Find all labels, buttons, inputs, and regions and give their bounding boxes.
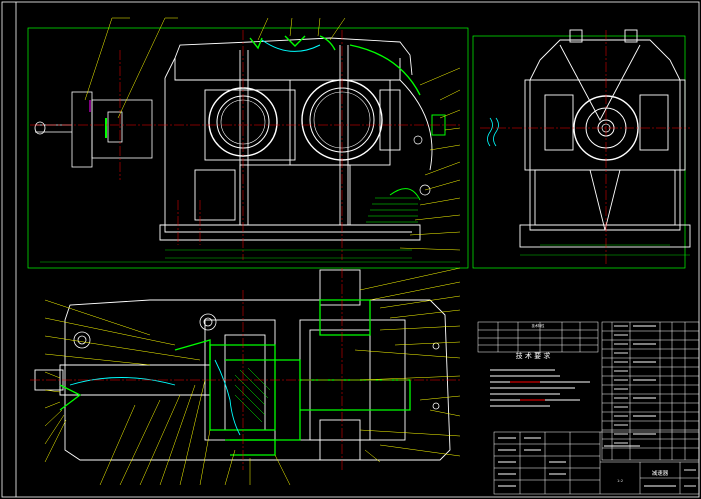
side-shaft-break bbox=[487, 117, 499, 147]
parts-list-text bbox=[614, 325, 656, 444]
title-block-scale: 1:2 bbox=[617, 479, 623, 483]
tech-req-red bbox=[510, 381, 545, 401]
housing-details bbox=[89, 35, 446, 201]
title-block bbox=[493, 431, 700, 495]
front-view-frame bbox=[27, 27, 469, 269]
parts-list bbox=[601, 321, 700, 461]
plan-view bbox=[30, 268, 460, 470]
side-centerlines bbox=[480, 30, 690, 265]
side-view bbox=[472, 29, 691, 269]
param-table-title: 技术特性 bbox=[532, 323, 546, 328]
housing-outline bbox=[159, 37, 433, 241]
plan-bolts bbox=[73, 313, 440, 410]
tech-req-title: 技 术 要 求 bbox=[516, 351, 551, 360]
front-centerlines bbox=[30, 30, 460, 260]
side-view-outline bbox=[519, 29, 691, 248]
tech-notes: 技术特性 技 术 要 求 bbox=[477, 321, 599, 407]
param-table bbox=[477, 321, 599, 353]
plan-centerlines bbox=[30, 268, 460, 470]
leader-lines bbox=[44, 17, 461, 486]
front-dimensions bbox=[40, 249, 460, 263]
plan-gears bbox=[59, 299, 411, 456]
front-view bbox=[27, 27, 469, 269]
side-dimensions bbox=[520, 244, 690, 256]
plan-cyan bbox=[69, 359, 241, 436]
title-block-lines bbox=[498, 437, 696, 487]
oil-hatch bbox=[366, 197, 418, 223]
title-block-name: 减速器 bbox=[652, 469, 669, 477]
